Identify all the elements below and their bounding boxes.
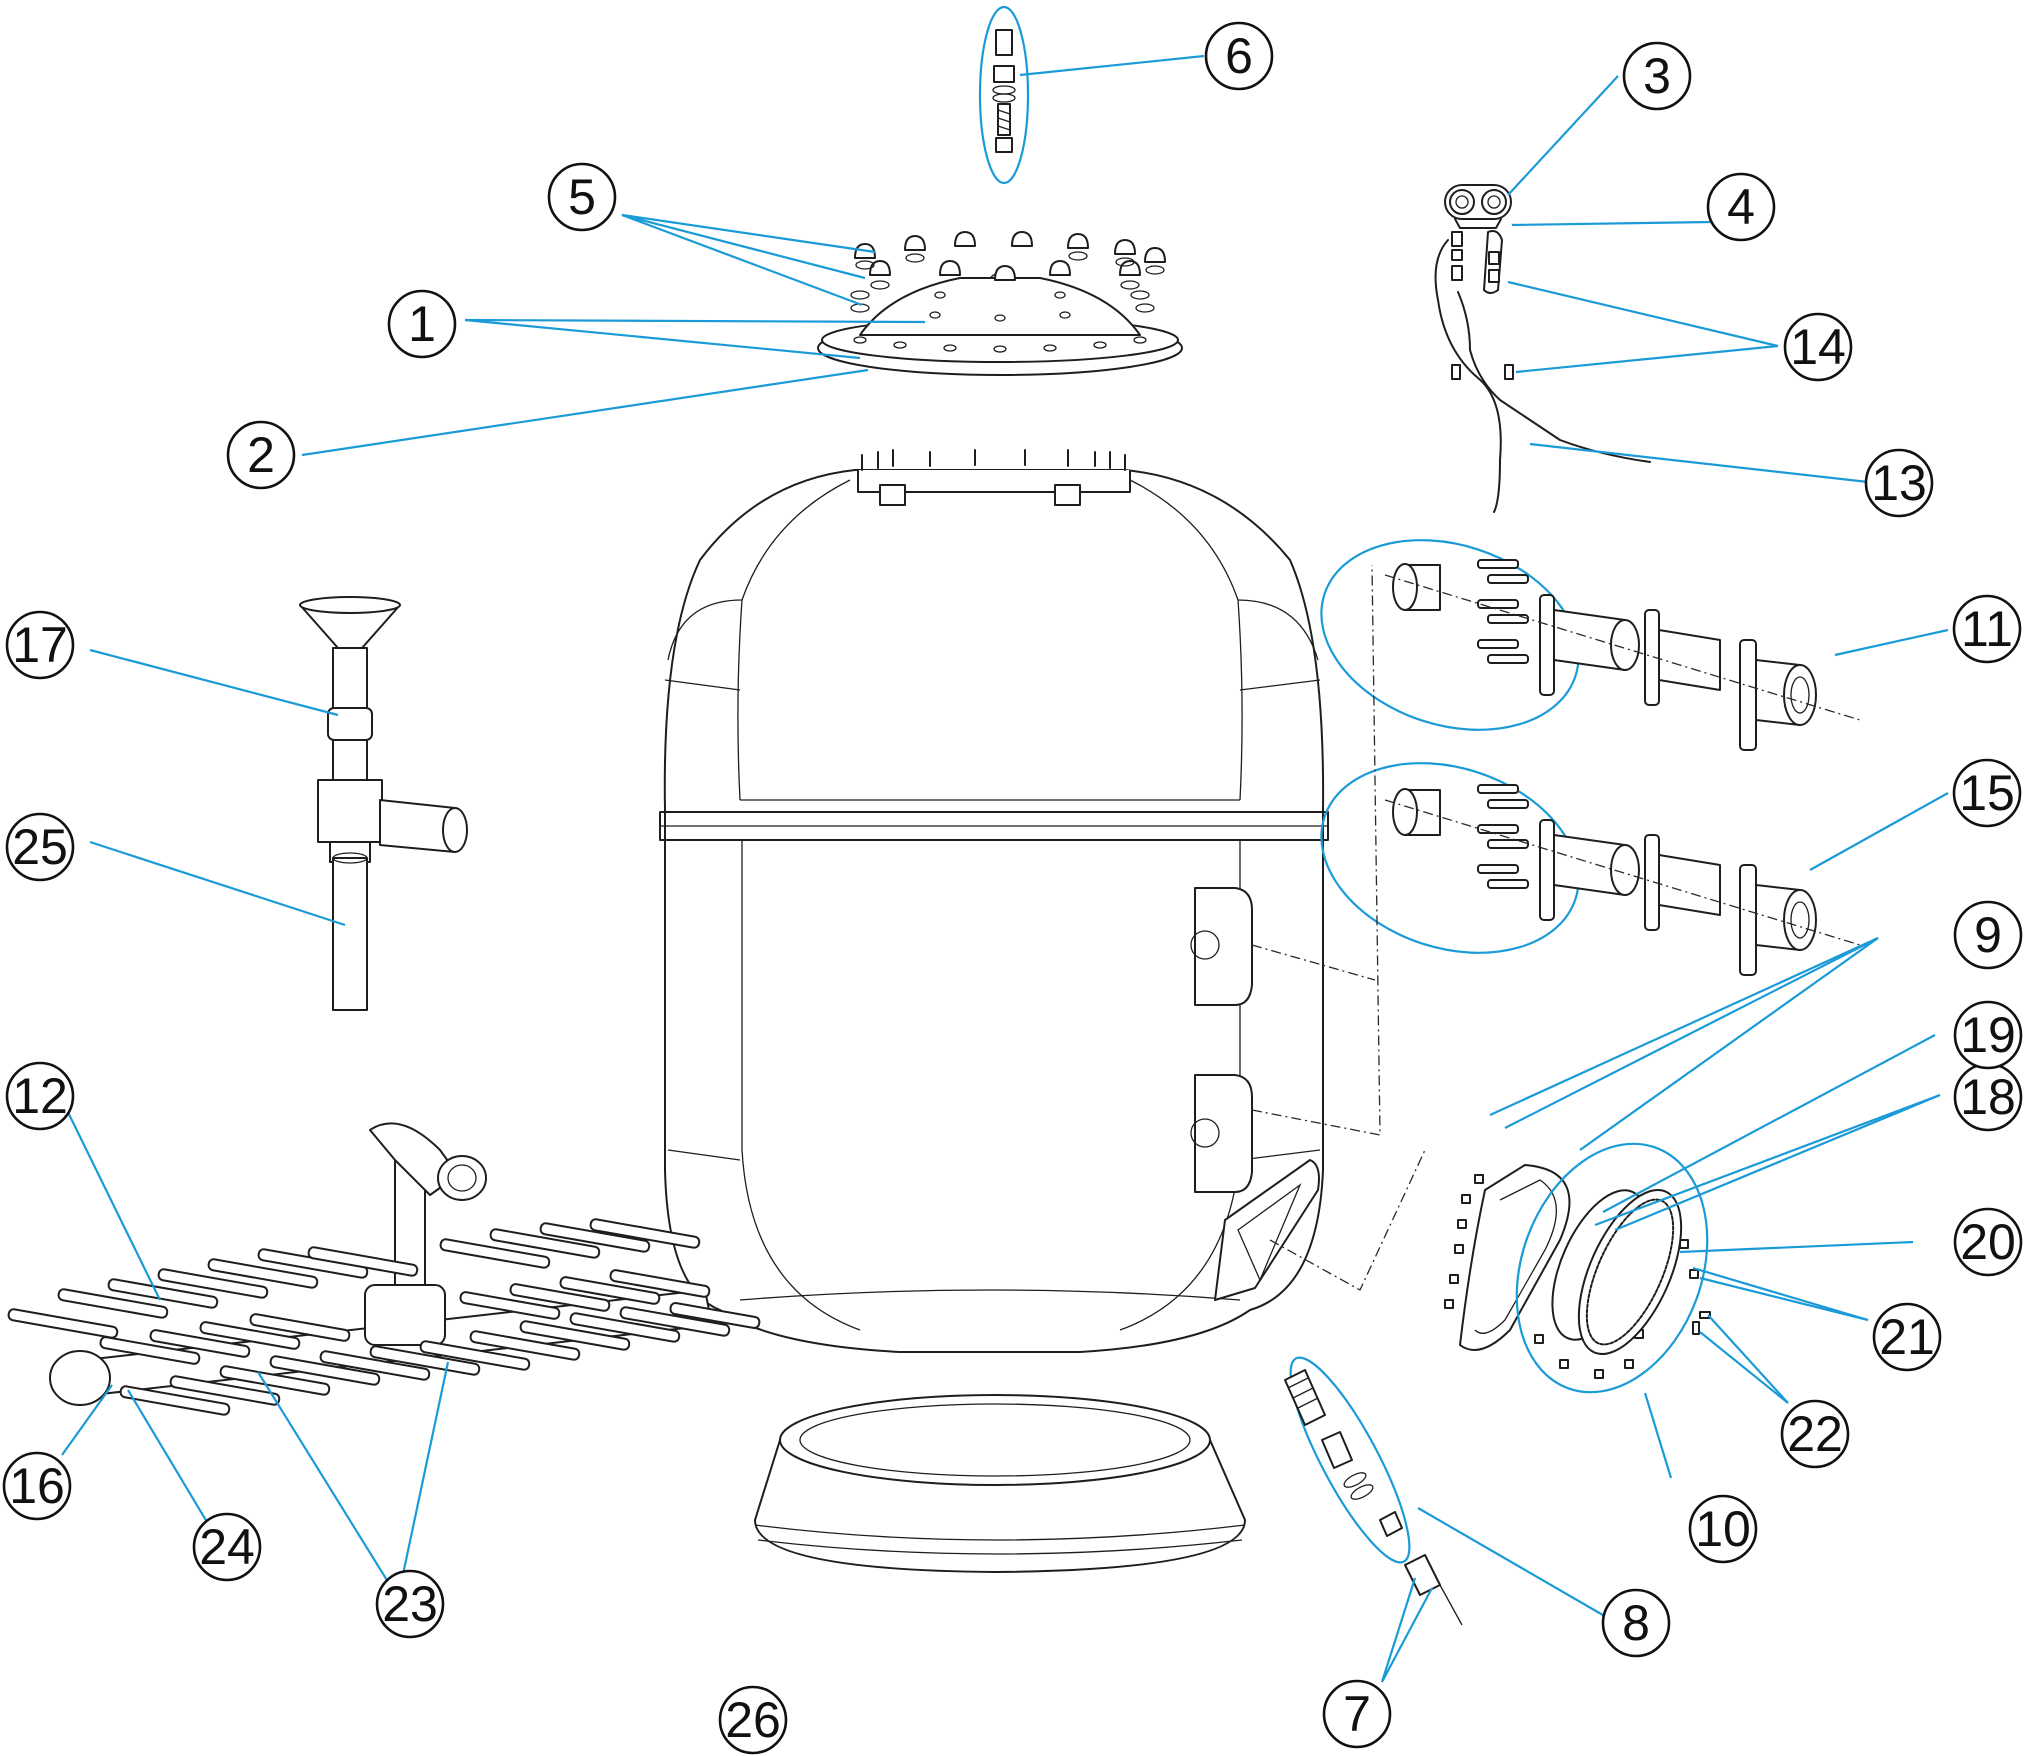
callout-14: 14 <box>1783 312 1853 382</box>
callout-21: 21 <box>1872 1302 1942 1372</box>
callout-15: 15 <box>1952 758 2022 828</box>
callout-9: 9 <box>1953 900 2023 970</box>
filter-tank-body <box>659 449 1329 1353</box>
lateral-pipes <box>7 1218 761 1416</box>
callout-13: 13 <box>1864 448 1934 518</box>
callout-23-label: 23 <box>382 1576 438 1632</box>
callout-5-label: 5 <box>568 169 596 225</box>
connection-kit-15 <box>1320 762 1861 976</box>
callout-6-label: 6 <box>1225 28 1253 84</box>
top-lid-assembly <box>817 231 1183 376</box>
pressure-gauge-assembly <box>1434 184 1651 513</box>
callout-2-label: 2 <box>247 427 275 483</box>
callout-19-label: 19 <box>1960 1007 2016 1063</box>
callout-24: 24 <box>192 1512 262 1582</box>
callout-18: 18 <box>1953 1062 2023 1132</box>
callout-15-label: 15 <box>1959 765 2015 821</box>
callout-8-label: 8 <box>1622 1595 1650 1651</box>
callout-26-label: 26 <box>725 1692 781 1748</box>
callout-2: 2 <box>226 420 296 490</box>
callout-20: 20 <box>1953 1207 2023 1277</box>
callout-25: 25 <box>5 812 75 882</box>
callout-16: 16 <box>2 1451 72 1521</box>
callout-11-label: 11 <box>1961 601 2013 657</box>
callout-1: 1 <box>387 289 457 359</box>
callout-1-label: 1 <box>408 296 436 352</box>
callout-26: 26 <box>718 1685 788 1755</box>
manhole-cover-assembly <box>1444 1142 1711 1394</box>
callout-7-label: 7 <box>1343 1686 1371 1742</box>
callout-10: 10 <box>1688 1494 1758 1564</box>
callout-22-label: 22 <box>1787 1406 1843 1462</box>
connection-kit-11 <box>1320 539 1861 751</box>
callout-4-label: 4 <box>1727 179 1755 235</box>
callout-5: 5 <box>547 162 617 232</box>
diffuser-assembly <box>299 596 468 1011</box>
callout-3-label: 3 <box>1643 48 1671 104</box>
air-vent-valve <box>978 5 1030 185</box>
callout-25-label: 25 <box>12 819 68 875</box>
callout-9-label: 9 <box>1974 907 2002 963</box>
callout-13-label: 13 <box>1871 455 1927 511</box>
callout-16-label: 16 <box>9 1458 65 1514</box>
lid-cap-nuts <box>850 231 1166 313</box>
leader-lines <box>61 54 1949 1683</box>
callout-22: 22 <box>1780 1399 1850 1469</box>
lateral-collector <box>7 1122 761 1416</box>
callout-11: 11 <box>1952 594 2022 664</box>
callout-12: 12 <box>5 1061 75 1131</box>
callout-4: 4 <box>1706 172 1776 242</box>
callout-24-label: 24 <box>199 1519 255 1575</box>
callout-12-label: 12 <box>12 1068 68 1124</box>
lid-bolt-holes <box>853 291 1147 353</box>
callout-10-label: 10 <box>1695 1501 1751 1557</box>
callout-18-label: 18 <box>1960 1069 2016 1125</box>
drain-assembly <box>1284 1356 1463 1626</box>
callout-17-label: 17 <box>12 617 68 673</box>
callout-20-label: 20 <box>1960 1214 2016 1270</box>
callout-14-label: 14 <box>1790 319 1846 375</box>
callout-23: 23 <box>375 1569 445 1639</box>
projection-lines <box>1251 564 1426 1291</box>
callout-8: 8 <box>1601 1588 1671 1658</box>
filter-base <box>754 1394 1246 1573</box>
callout-7: 7 <box>1322 1679 1392 1749</box>
callout-21-label: 21 <box>1879 1309 1935 1365</box>
callout-3: 3 <box>1622 41 1692 111</box>
callout-19: 19 <box>1953 1000 2023 1070</box>
callout-17: 17 <box>5 610 75 680</box>
callout-6: 6 <box>1204 21 1274 91</box>
